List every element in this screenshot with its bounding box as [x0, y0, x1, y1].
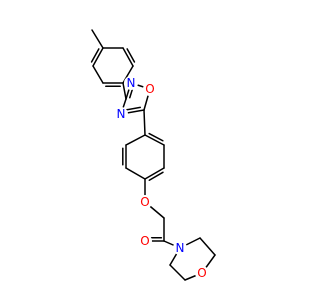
atom-label-background	[143, 82, 157, 96]
oxygen-atom-label: O	[197, 266, 206, 280]
double-bond	[144, 167, 165, 180]
nitrogen-atom-label: N	[176, 241, 185, 255]
double-bond-inner	[90, 48, 100, 63]
atom-label-background	[173, 241, 187, 255]
double-bond-inner	[126, 48, 136, 63]
atom-label-background	[195, 266, 209, 280]
single-bond	[143, 109, 146, 136]
double-bond-inner	[148, 132, 164, 142]
oxygen-atom-label: O	[140, 234, 149, 248]
single-bond	[125, 134, 146, 146]
methyl-bond	[91, 29, 104, 49]
double-bond-inner	[148, 171, 164, 181]
double-bond	[92, 47, 104, 67]
single-bond	[169, 264, 186, 281]
atom-label-background	[138, 195, 152, 209]
atom-label-background	[138, 234, 152, 248]
oxygen-atom-label: O	[140, 195, 149, 209]
atom-label-background	[124, 76, 138, 90]
bond-lines	[90, 29, 216, 281]
single-bond	[92, 65, 104, 84]
oxygen-atom-label: O	[145, 82, 154, 96]
single-bond	[199, 237, 216, 256]
single-bond	[125, 167, 146, 180]
double-bond	[122, 47, 134, 67]
atom-label-background	[114, 107, 128, 121]
nitrogen-atom-label: N	[117, 107, 126, 121]
nitrogen-atom-label: N	[127, 76, 136, 90]
double-bond	[144, 134, 165, 146]
single-bond	[122, 82, 127, 100]
